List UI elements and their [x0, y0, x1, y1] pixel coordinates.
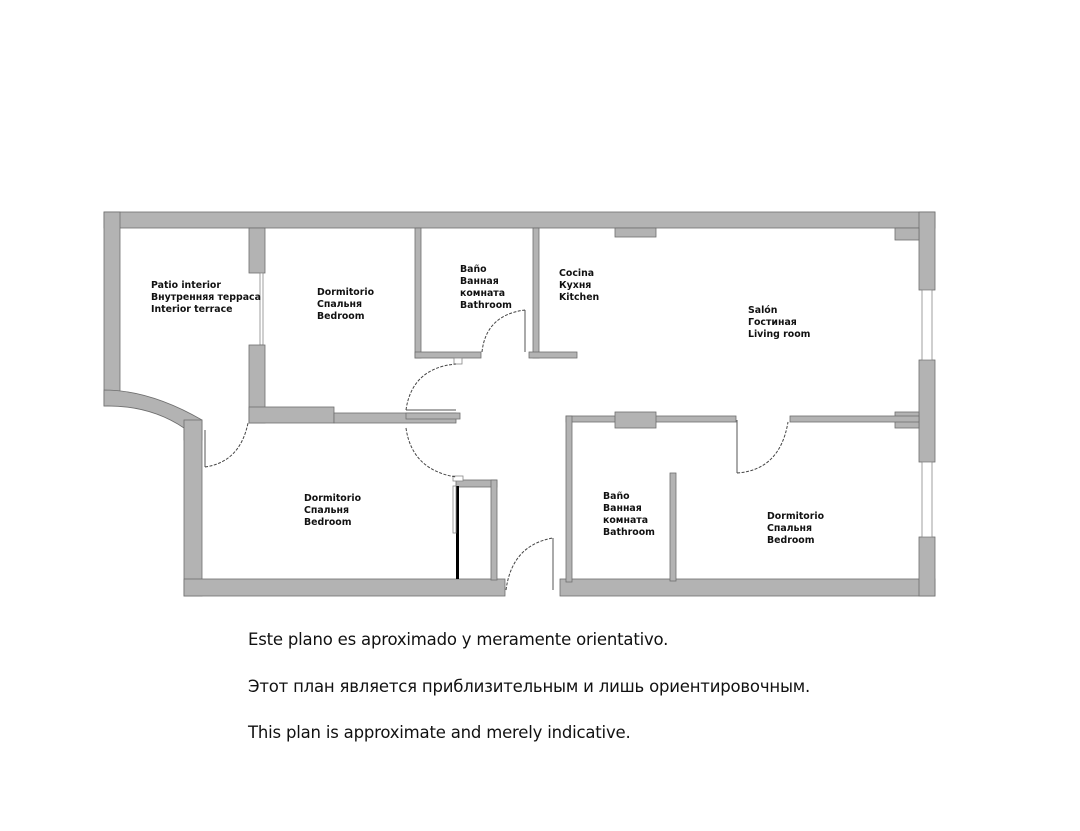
disclaimer-russian: Этот план является приблизительным и лиш… [248, 677, 811, 696]
wall-bathroom1-left [414, 227, 422, 359]
room-label-kitchen: Cocina Кухня Kitchen [559, 268, 599, 304]
outer-wall-top [103, 211, 936, 229]
wall-bathroom1-bottom [414, 351, 482, 359]
wall-bathroom1-right [532, 227, 540, 359]
disclaimer-english: This plan is approximate and merely indi… [248, 723, 631, 742]
label-en: Bedroom [304, 517, 352, 528]
label-en: Kitchen [559, 292, 600, 303]
door-swing-bedroom1 [405, 363, 457, 411]
outer-wall-right-1 [918, 211, 936, 291]
wall-bathroom2-left [565, 415, 573, 583]
room-label-living-room: Salón Гостиная Living room [748, 305, 810, 341]
label-es: Cocina [559, 268, 595, 279]
wall-bedroom1-bottom-c [405, 412, 461, 420]
door-swing-bathroom1 [481, 309, 526, 353]
room-label-bedroom-3: Dormitorio Спальня Bedroom [767, 511, 824, 547]
room-label-bathroom-2: Baño Ванная комната Bathroom [603, 491, 655, 539]
room-label-bedroom-1: Dormitorio Спальня Bedroom [317, 287, 374, 323]
wall-patio-bedroom-top [248, 227, 266, 274]
window-living-room [921, 289, 933, 361]
outer-wall-right-3 [918, 536, 936, 597]
wall-kitchen-bottom [528, 351, 578, 359]
closet-sliding-panel [452, 485, 457, 534]
window-bedroom-3 [921, 461, 933, 538]
label-en: Bathroom [460, 300, 512, 311]
label-es: Salón [748, 305, 778, 316]
disclaimer-spanish: Este plano es aproximado y meramente ori… [248, 630, 669, 649]
label-ru-2: комната [603, 515, 649, 526]
wall-bedroom1-bottom-a [248, 406, 335, 424]
label-ru: Ванная [603, 503, 642, 514]
door-swing-entrance [505, 537, 554, 591]
outer-wall-left [103, 211, 121, 407]
pilaster-bathroom2-top [614, 411, 657, 429]
label-en: Living room [748, 329, 811, 340]
door-jamb-bathroom1 [453, 357, 463, 365]
label-es: Dormitorio [317, 287, 375, 298]
label-en: Bathroom [603, 527, 655, 538]
label-ru: Спальня [767, 523, 812, 534]
outer-wall-right-2 [918, 359, 936, 463]
label-ru: Спальня [304, 505, 349, 516]
wall-living-bottom-right [789, 415, 920, 423]
outer-wall-bottom-left [183, 578, 506, 597]
room-label-bathroom-1: Baño Ванная комната Bathroom [460, 264, 512, 312]
closet-wall-right [490, 479, 498, 581]
pilaster-right-top [894, 227, 920, 241]
label-en: Bedroom [767, 535, 815, 546]
label-es: Dormitorio [767, 511, 825, 522]
door-jamb-bedroom2 [452, 475, 464, 482]
label-ru: Внутренняя терраса [151, 292, 261, 303]
wall-bathroom2-right [669, 472, 677, 582]
label-es: Dormitorio [304, 493, 362, 504]
outer-wall-bottom-right [559, 578, 936, 597]
label-ru: Кухня [559, 280, 592, 291]
door-swing-patio [204, 422, 249, 468]
label-es: Baño [603, 491, 630, 502]
label-en: Interior terrace [151, 304, 233, 315]
label-ru-2: комната [460, 288, 506, 299]
closet-door [456, 486, 459, 579]
pilaster-kitchen-top [614, 227, 657, 238]
room-label-bedroom-2: Dormitorio Спальня Bedroom [304, 493, 361, 529]
room-label-patio: Patio interior Внутренняя терраса Interi… [151, 280, 261, 316]
door-swing-bedroom2 [405, 427, 457, 478]
label-ru: Ванная [460, 276, 499, 287]
outer-wall-left-lower [183, 419, 203, 597]
label-en: Bedroom [317, 311, 365, 322]
label-es: Patio interior [151, 280, 221, 291]
door-swing-bedroom3 [736, 421, 789, 474]
label-es: Baño [460, 264, 487, 275]
label-ru: Гостиная [748, 317, 797, 328]
label-ru: Спальня [317, 299, 362, 310]
